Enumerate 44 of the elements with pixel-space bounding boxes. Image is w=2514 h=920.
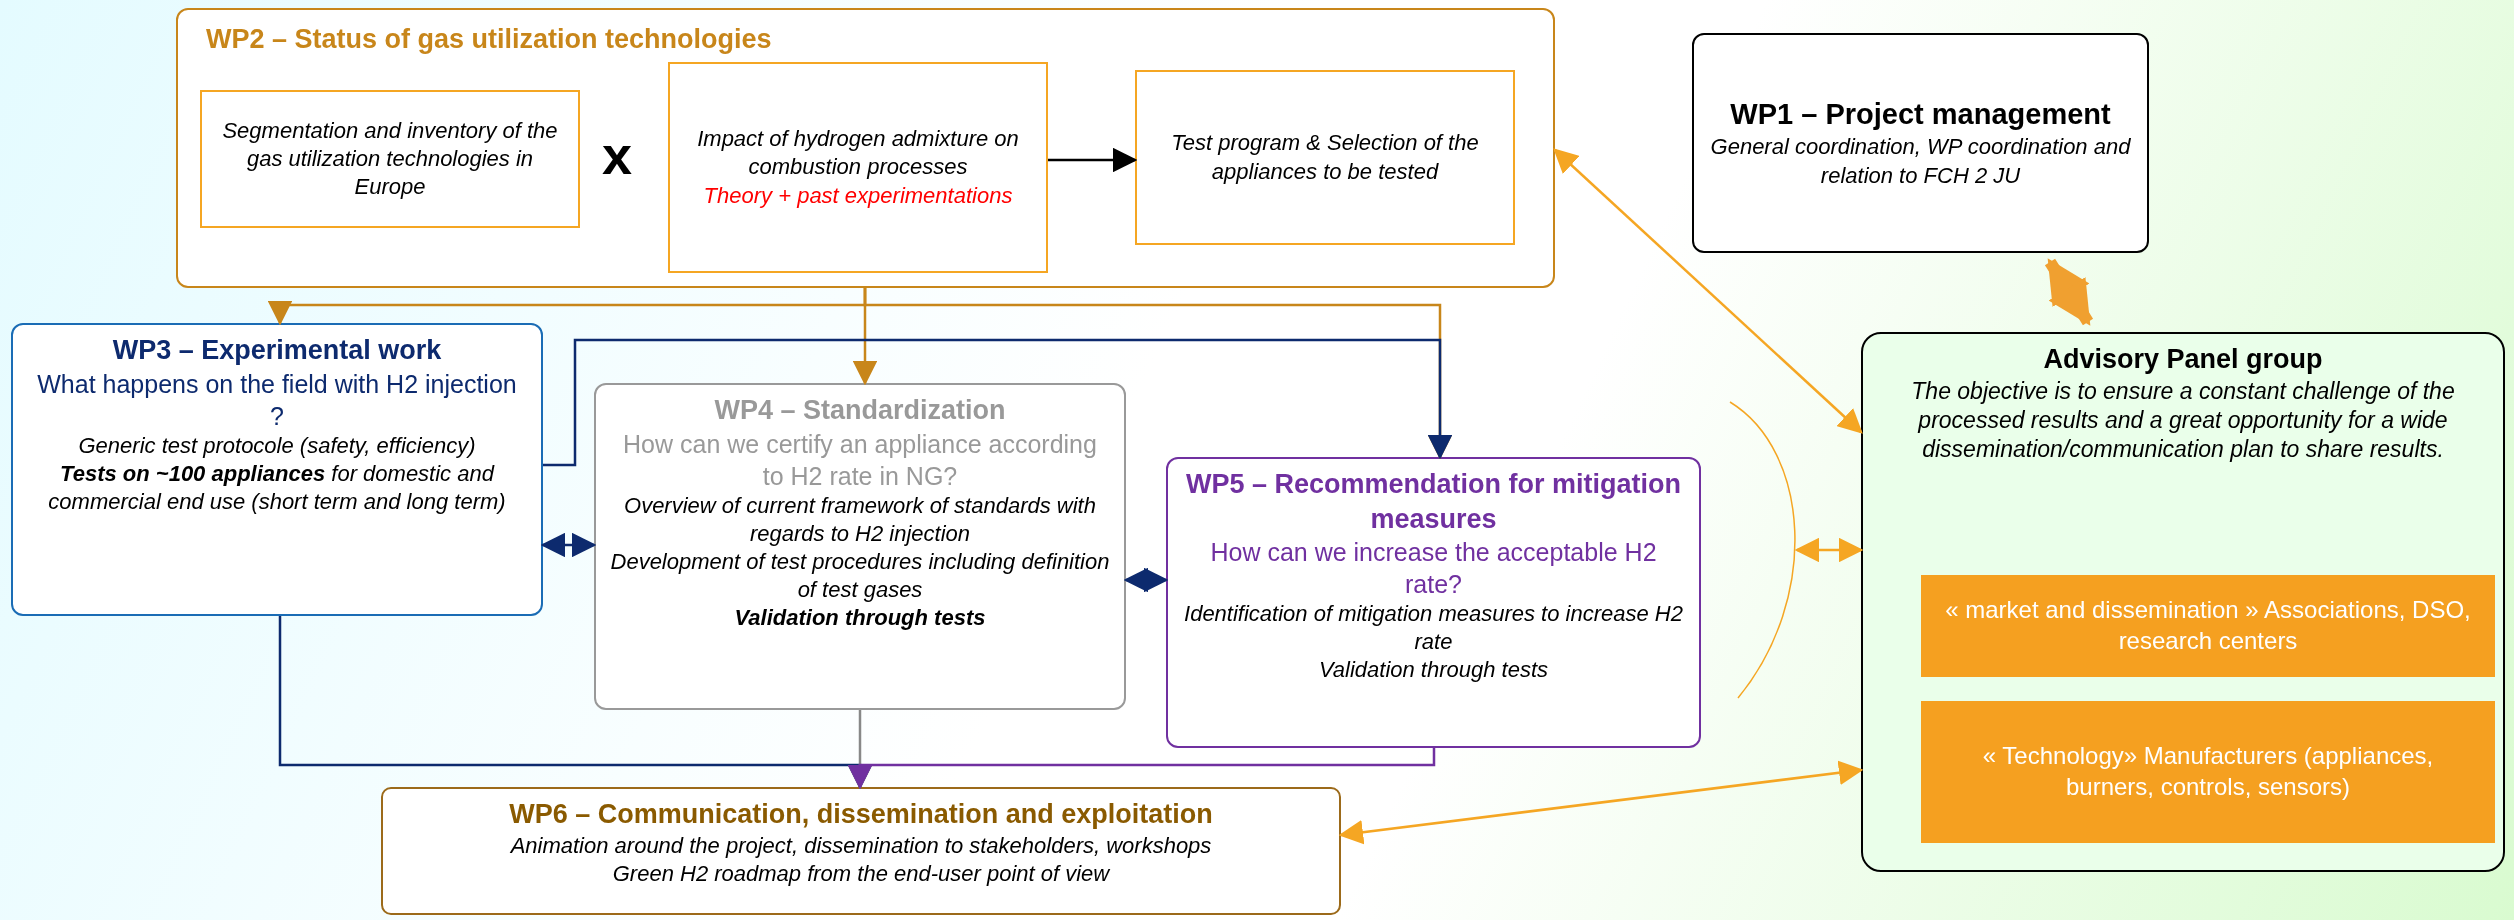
description-text: Validation through tests — [1318, 656, 1549, 685]
box-heading: WP5 – Recommendation for mitigation measures — [1184, 468, 1682, 536]
work-package-box — [381, 787, 1341, 915]
work-package-box — [11, 323, 543, 616]
question-text: How can we increase the acceptable H2 rate? — [1209, 537, 1658, 601]
box-heading: WP4 – Standardization — [714, 394, 1006, 427]
work-package-box — [176, 8, 1555, 288]
arrow — [847, 748, 1436, 790]
note-text: Theory + past experimentations — [703, 181, 1013, 210]
arrow — [543, 338, 1453, 467]
description-text: Animation around the project, dissemination to stakeholders, workshops — [510, 831, 1212, 860]
description-text: The objective is to ensure a constant challenge of the processed results and a great opportunity for a wide dissemination/communication plan to share results. — [1910, 376, 2456, 465]
advisory-panel-box — [1861, 332, 2505, 872]
box-heading: WP6 – Communication, dissemination and exploitation — [509, 798, 1213, 831]
task-box — [668, 62, 1048, 273]
box-heading: WP1 – Project management — [1730, 97, 2111, 133]
arrow — [2044, 258, 2094, 326]
arrow — [1553, 148, 1863, 434]
description-text: General coordination, WP coordination and relation to FCH 2 JU — [1709, 133, 2132, 190]
box-text: Test program & Selection of the appliances to be tested — [1170, 129, 1480, 186]
description-text: Green H2 roadmap from the end-user point of view — [612, 859, 1110, 888]
description-text: Impact of hydrogen admixture on combustion processes — [696, 125, 1020, 182]
description-text: Validation through tests — [734, 604, 986, 633]
stakeholder-group-box — [1921, 575, 2495, 677]
description-text: Tests on ~100 appliances for domestic and commercial end use (short term and long term) — [47, 459, 507, 516]
task-box — [1135, 70, 1515, 245]
work-package-box — [594, 383, 1126, 710]
multiply-sign: x — [602, 128, 633, 182]
box-text: « Technology» Manufacturers (appliances, burners, controls, sensors) — [1981, 741, 2435, 802]
work-package-box — [1692, 33, 2149, 253]
question-text: What happens on the field with H2 injection ? — [36, 368, 518, 432]
box-text: Segmentation and inventory of the gas utilization technologies in Europe — [221, 116, 559, 202]
work-package-box — [1166, 457, 1701, 748]
box-text: « market and dissemination » Associations, DSO, research centers — [1944, 595, 2472, 656]
stakeholder-group-box — [1921, 701, 2495, 843]
description-text: Overview of current framework of standards with regards to H2 injection — [623, 491, 1097, 548]
box-heading: WP2 – Status of gas utilization technologies — [206, 23, 772, 56]
description-text: Generic test protocole (safety, efficiency) — [78, 431, 476, 460]
box-heading: WP3 – Experimental work — [112, 334, 442, 367]
description-text: Development of test procedures including definition of test gases — [610, 547, 1110, 604]
box-heading: Advisory Panel group — [2043, 343, 2323, 376]
task-box — [200, 90, 580, 228]
description-text: Identification of mitigation measures to increase H2 rate — [1183, 600, 1684, 657]
question-text: How can we certify an appliance according to H2 rate in NG? — [622, 428, 1098, 492]
